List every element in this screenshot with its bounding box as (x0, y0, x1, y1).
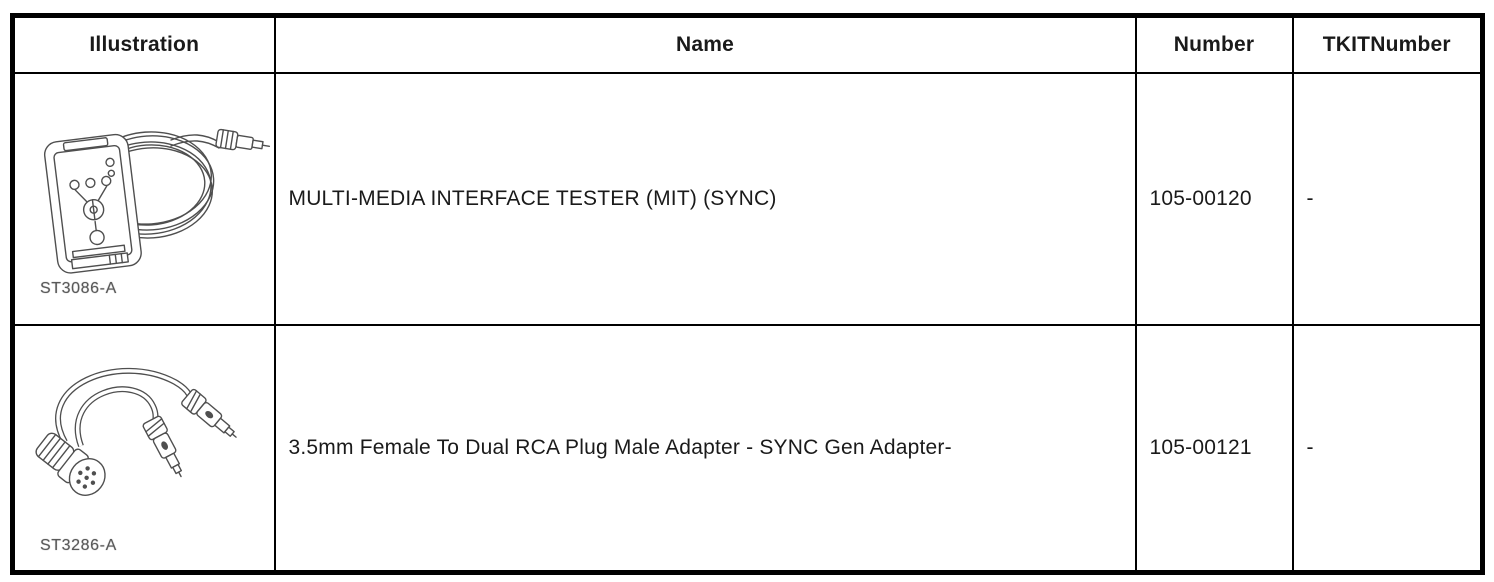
tkit-number: - (1291, 324, 1484, 574)
col-header-name: Name (273, 14, 1137, 74)
header-row: Illustration Name Number TKITNumber (11, 14, 1484, 74)
female-connector (35, 432, 106, 496)
tool-table: Illustration Name Number TKITNumber (10, 13, 1485, 575)
rca-adapter-illustration-icon (35, 367, 237, 496)
cable-plug (215, 128, 271, 151)
illustration-label: ST3286-A (40, 537, 117, 554)
table-row: ST3286-A 3.5mm Female To Dual RCA Plug M… (11, 324, 1484, 574)
illustration-cell: ST3286-A (11, 324, 276, 574)
illustration-cell: ST3086-A (11, 72, 276, 326)
tool-name: 3.5mm Female To Dual RCA Plug Male Adapt… (273, 324, 1137, 574)
rca-plug-right (181, 388, 237, 438)
illustration-label: ST3086-A (40, 280, 117, 297)
adapter-cables (55, 367, 194, 448)
tool-name: MULTI-MEDIA INTERFACE TESTER (MIT) (SYNC… (273, 72, 1137, 326)
tkit-number: - (1291, 72, 1484, 326)
col-header-number: Number (1134, 14, 1294, 74)
mit-tester-illustration-icon (43, 128, 271, 274)
col-header-tkitnumber: TKITNumber (1291, 14, 1484, 74)
rca-adapter-illustration-wrap (19, 334, 273, 534)
rca-plug-left (142, 415, 183, 478)
tool-number: 105-00121 (1134, 324, 1294, 574)
mit-tester-illustration-wrap (19, 82, 273, 282)
table-row: ST3086-A MULTI-MEDIA INTERFACE TESTER (M… (11, 72, 1484, 326)
col-header-illustration: Illustration (11, 14, 276, 74)
tester-body (43, 133, 142, 274)
tool-number: 105-00120 (1134, 72, 1294, 326)
